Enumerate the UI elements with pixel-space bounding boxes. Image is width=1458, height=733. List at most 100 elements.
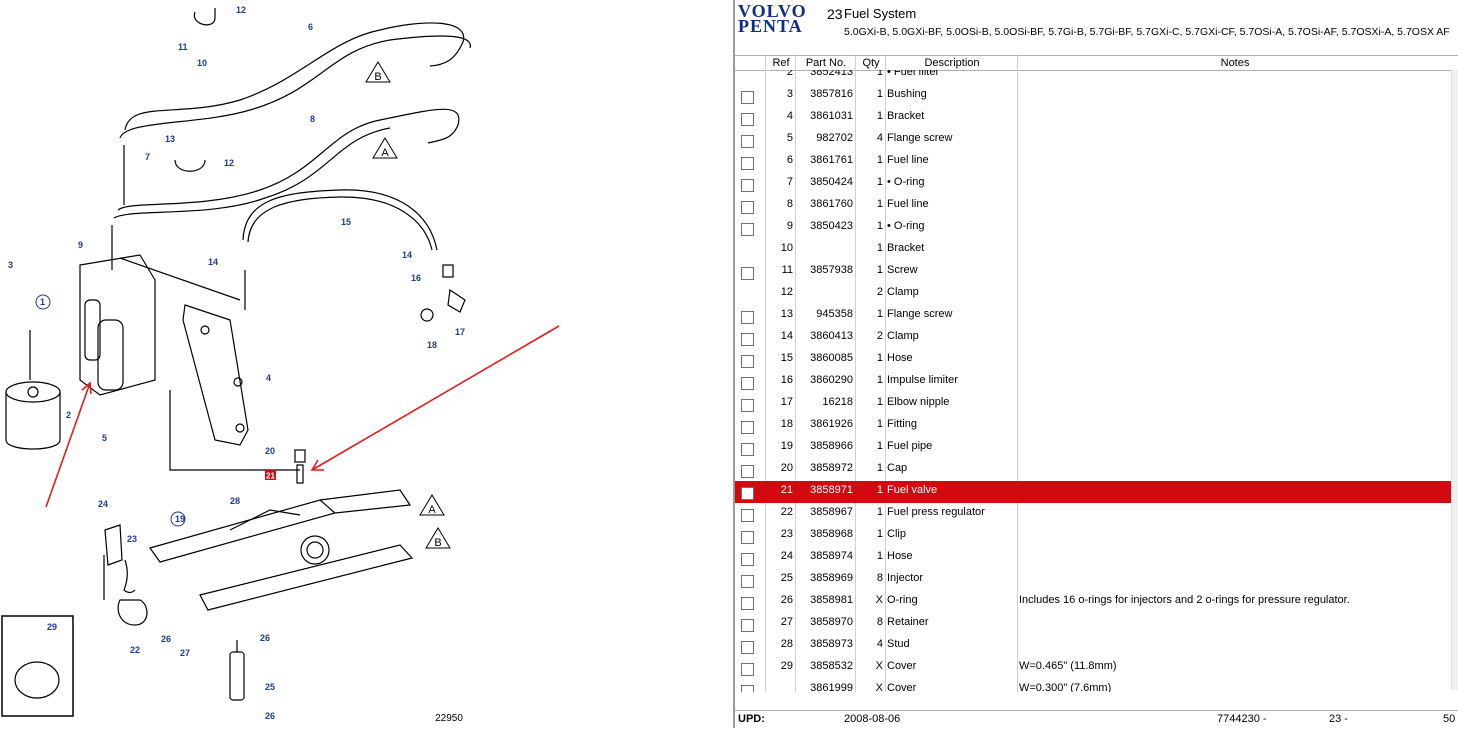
svg-text:3: 3 (8, 260, 13, 270)
cell-ref: 13 (780, 308, 793, 320)
row-checkbox[interactable] (741, 443, 754, 456)
cell-ref: 9 (786, 220, 793, 232)
cell-part-no: 3852413 (810, 70, 853, 78)
row-checkbox[interactable] (741, 201, 754, 214)
row-checkbox[interactable] (741, 223, 754, 236)
vertical-scrollbar[interactable] (1451, 70, 1458, 690)
cell-ref: 5 (786, 132, 793, 144)
svg-text:A: A (381, 147, 389, 159)
svg-text:26: 26 (161, 634, 171, 644)
row-checkbox[interactable] (741, 311, 754, 324)
cell-description: Bushing (887, 88, 927, 100)
cell-ref: 26 (780, 594, 793, 606)
status-footer: UPD: 2008-08-06 7744230 - 23 - 50 (735, 710, 1458, 728)
section-title: Fuel System (844, 6, 917, 21)
pane-divider[interactable] (733, 0, 735, 728)
cell-description: Clamp (887, 330, 919, 342)
row-checkbox[interactable] (741, 487, 754, 500)
row-checkbox[interactable] (741, 685, 754, 692)
svg-text:18: 18 (427, 340, 437, 350)
cell-description: Hose (887, 352, 913, 364)
col-qty[interactable]: Qty (855, 56, 886, 70)
col-part-no[interactable]: Part No. (795, 56, 856, 70)
row-checkbox[interactable] (741, 663, 754, 676)
row-checkbox[interactable] (741, 575, 754, 588)
row-checkbox[interactable] (741, 509, 754, 522)
cell-part-no: 3861031 (810, 110, 853, 122)
row-checkbox[interactable] (741, 619, 754, 632)
svg-text:2: 2 (66, 410, 71, 420)
col-ref[interactable]: Ref (765, 56, 796, 70)
row-checkbox[interactable] (741, 91, 754, 104)
cell-ref: 28 (780, 638, 793, 650)
cell-qty: 1 (876, 528, 883, 540)
svg-text:12: 12 (236, 5, 246, 15)
cell-part-no: 3850423 (810, 220, 853, 232)
cell-part-no: 3860085 (810, 352, 853, 364)
cell-ref: 7 (786, 176, 793, 188)
cell-description: • O-ring (887, 220, 925, 232)
row-checkbox[interactable] (741, 333, 754, 346)
cell-description: • Fuel filter (887, 70, 940, 78)
svg-text:22: 22 (130, 645, 140, 655)
cell-ref: 16 (780, 374, 793, 386)
row-checkbox[interactable] (741, 641, 754, 654)
row-checkbox[interactable] (741, 421, 754, 434)
col-notes[interactable]: Notes (1017, 56, 1452, 70)
row-checkbox[interactable] (741, 179, 754, 192)
cell-ref: 11 (781, 264, 793, 276)
row-checkbox[interactable] (741, 355, 754, 368)
cell-part-no: 3857816 (810, 88, 853, 100)
cell-description: Fitting (887, 418, 917, 430)
row-checkbox[interactable] (741, 465, 754, 478)
row-checkbox[interactable] (741, 377, 754, 390)
cell-qty: 1 (876, 396, 883, 408)
cell-part-no: 3858972 (810, 462, 853, 474)
row-checkbox[interactable] (741, 113, 754, 126)
row-checkbox[interactable] (741, 157, 754, 170)
col-description[interactable]: Description (885, 56, 1018, 70)
row-checkbox[interactable] (741, 553, 754, 566)
row-checkbox[interactable] (741, 399, 754, 412)
cell-ref: 25 (780, 572, 793, 584)
cell-description: Retainer (887, 616, 929, 628)
row-checkbox[interactable] (741, 531, 754, 544)
cell-ref: 4 (786, 110, 793, 122)
row-checkbox[interactable] (741, 135, 754, 148)
cell-part-no: 3857938 (810, 264, 853, 276)
svg-text:16: 16 (411, 273, 421, 283)
upd-date: 2008-08-06 (844, 713, 901, 725)
row-checkbox[interactable] (741, 267, 754, 280)
row-checkbox[interactable] (741, 597, 754, 610)
cell-description: Bracket (887, 242, 925, 254)
